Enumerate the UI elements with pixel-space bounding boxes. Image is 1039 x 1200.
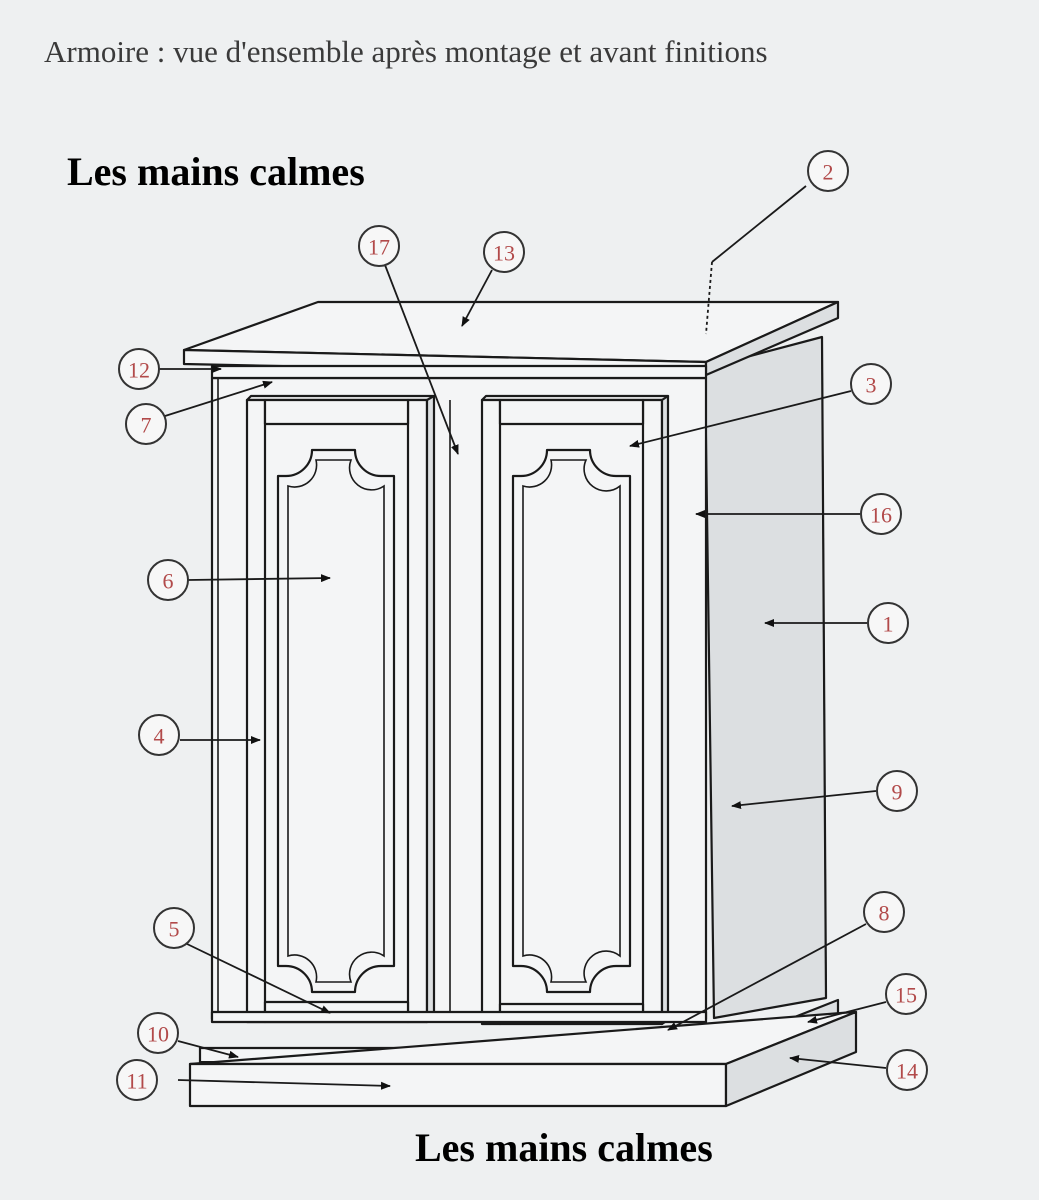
callout-1: 1 [867, 602, 909, 644]
brand-watermark-top: Les mains calmes [67, 149, 365, 194]
callout-13: 13 [483, 231, 525, 273]
svg-text:13: 13 [493, 241, 515, 266]
svg-text:5: 5 [169, 917, 180, 942]
callout-16: 16 [860, 493, 902, 535]
callout-14: 14 [886, 1049, 928, 1091]
callout-12: 12 [118, 348, 160, 390]
callout-17: 17 [358, 225, 400, 267]
leader-lines [159, 185, 887, 1090]
svg-text:15: 15 [895, 983, 917, 1008]
svg-text:6: 6 [163, 569, 174, 594]
svg-text:9: 9 [892, 780, 903, 805]
bottom-rail [210, 1010, 708, 1024]
brand-watermark-bottom: Les mains calmes [415, 1125, 713, 1170]
svg-text:2: 2 [823, 160, 834, 185]
svg-text:17: 17 [368, 235, 390, 260]
svg-text:7: 7 [141, 413, 152, 438]
diagram-caption: Armoire : vue d'ensemble après montage e… [44, 34, 768, 69]
callout-8: 8 [863, 891, 905, 933]
side-panel [703, 335, 828, 1020]
callout-2: 2 [807, 150, 849, 192]
left-panel-outer [276, 448, 396, 994]
svg-text:14: 14 [896, 1059, 918, 1084]
callout-4: 4 [138, 714, 180, 756]
svg-text:8: 8 [879, 901, 890, 926]
front-body [210, 376, 708, 1021]
callout-11: 11 [116, 1059, 158, 1101]
callout-7: 7 [125, 403, 167, 445]
svg-text:12: 12 [128, 358, 150, 383]
cornice [210, 364, 708, 380]
callout-9: 9 [876, 770, 918, 812]
svg-text:4: 4 [154, 724, 165, 749]
svg-text:10: 10 [147, 1022, 169, 1047]
right-panel-outer [511, 448, 632, 994]
svg-text:1: 1 [883, 612, 894, 637]
callout-15: 15 [885, 973, 927, 1015]
callout-3: 3 [850, 363, 892, 405]
svg-text:3: 3 [866, 373, 877, 398]
right-door [480, 394, 670, 1026]
callout-5: 5 [153, 907, 195, 949]
callout-6: 6 [147, 559, 189, 601]
callout-10: 10 [137, 1012, 179, 1054]
left-door [245, 394, 436, 1024]
plinth-front [188, 1062, 728, 1108]
svg-text:16: 16 [870, 503, 892, 528]
svg-text:11: 11 [126, 1069, 147, 1094]
